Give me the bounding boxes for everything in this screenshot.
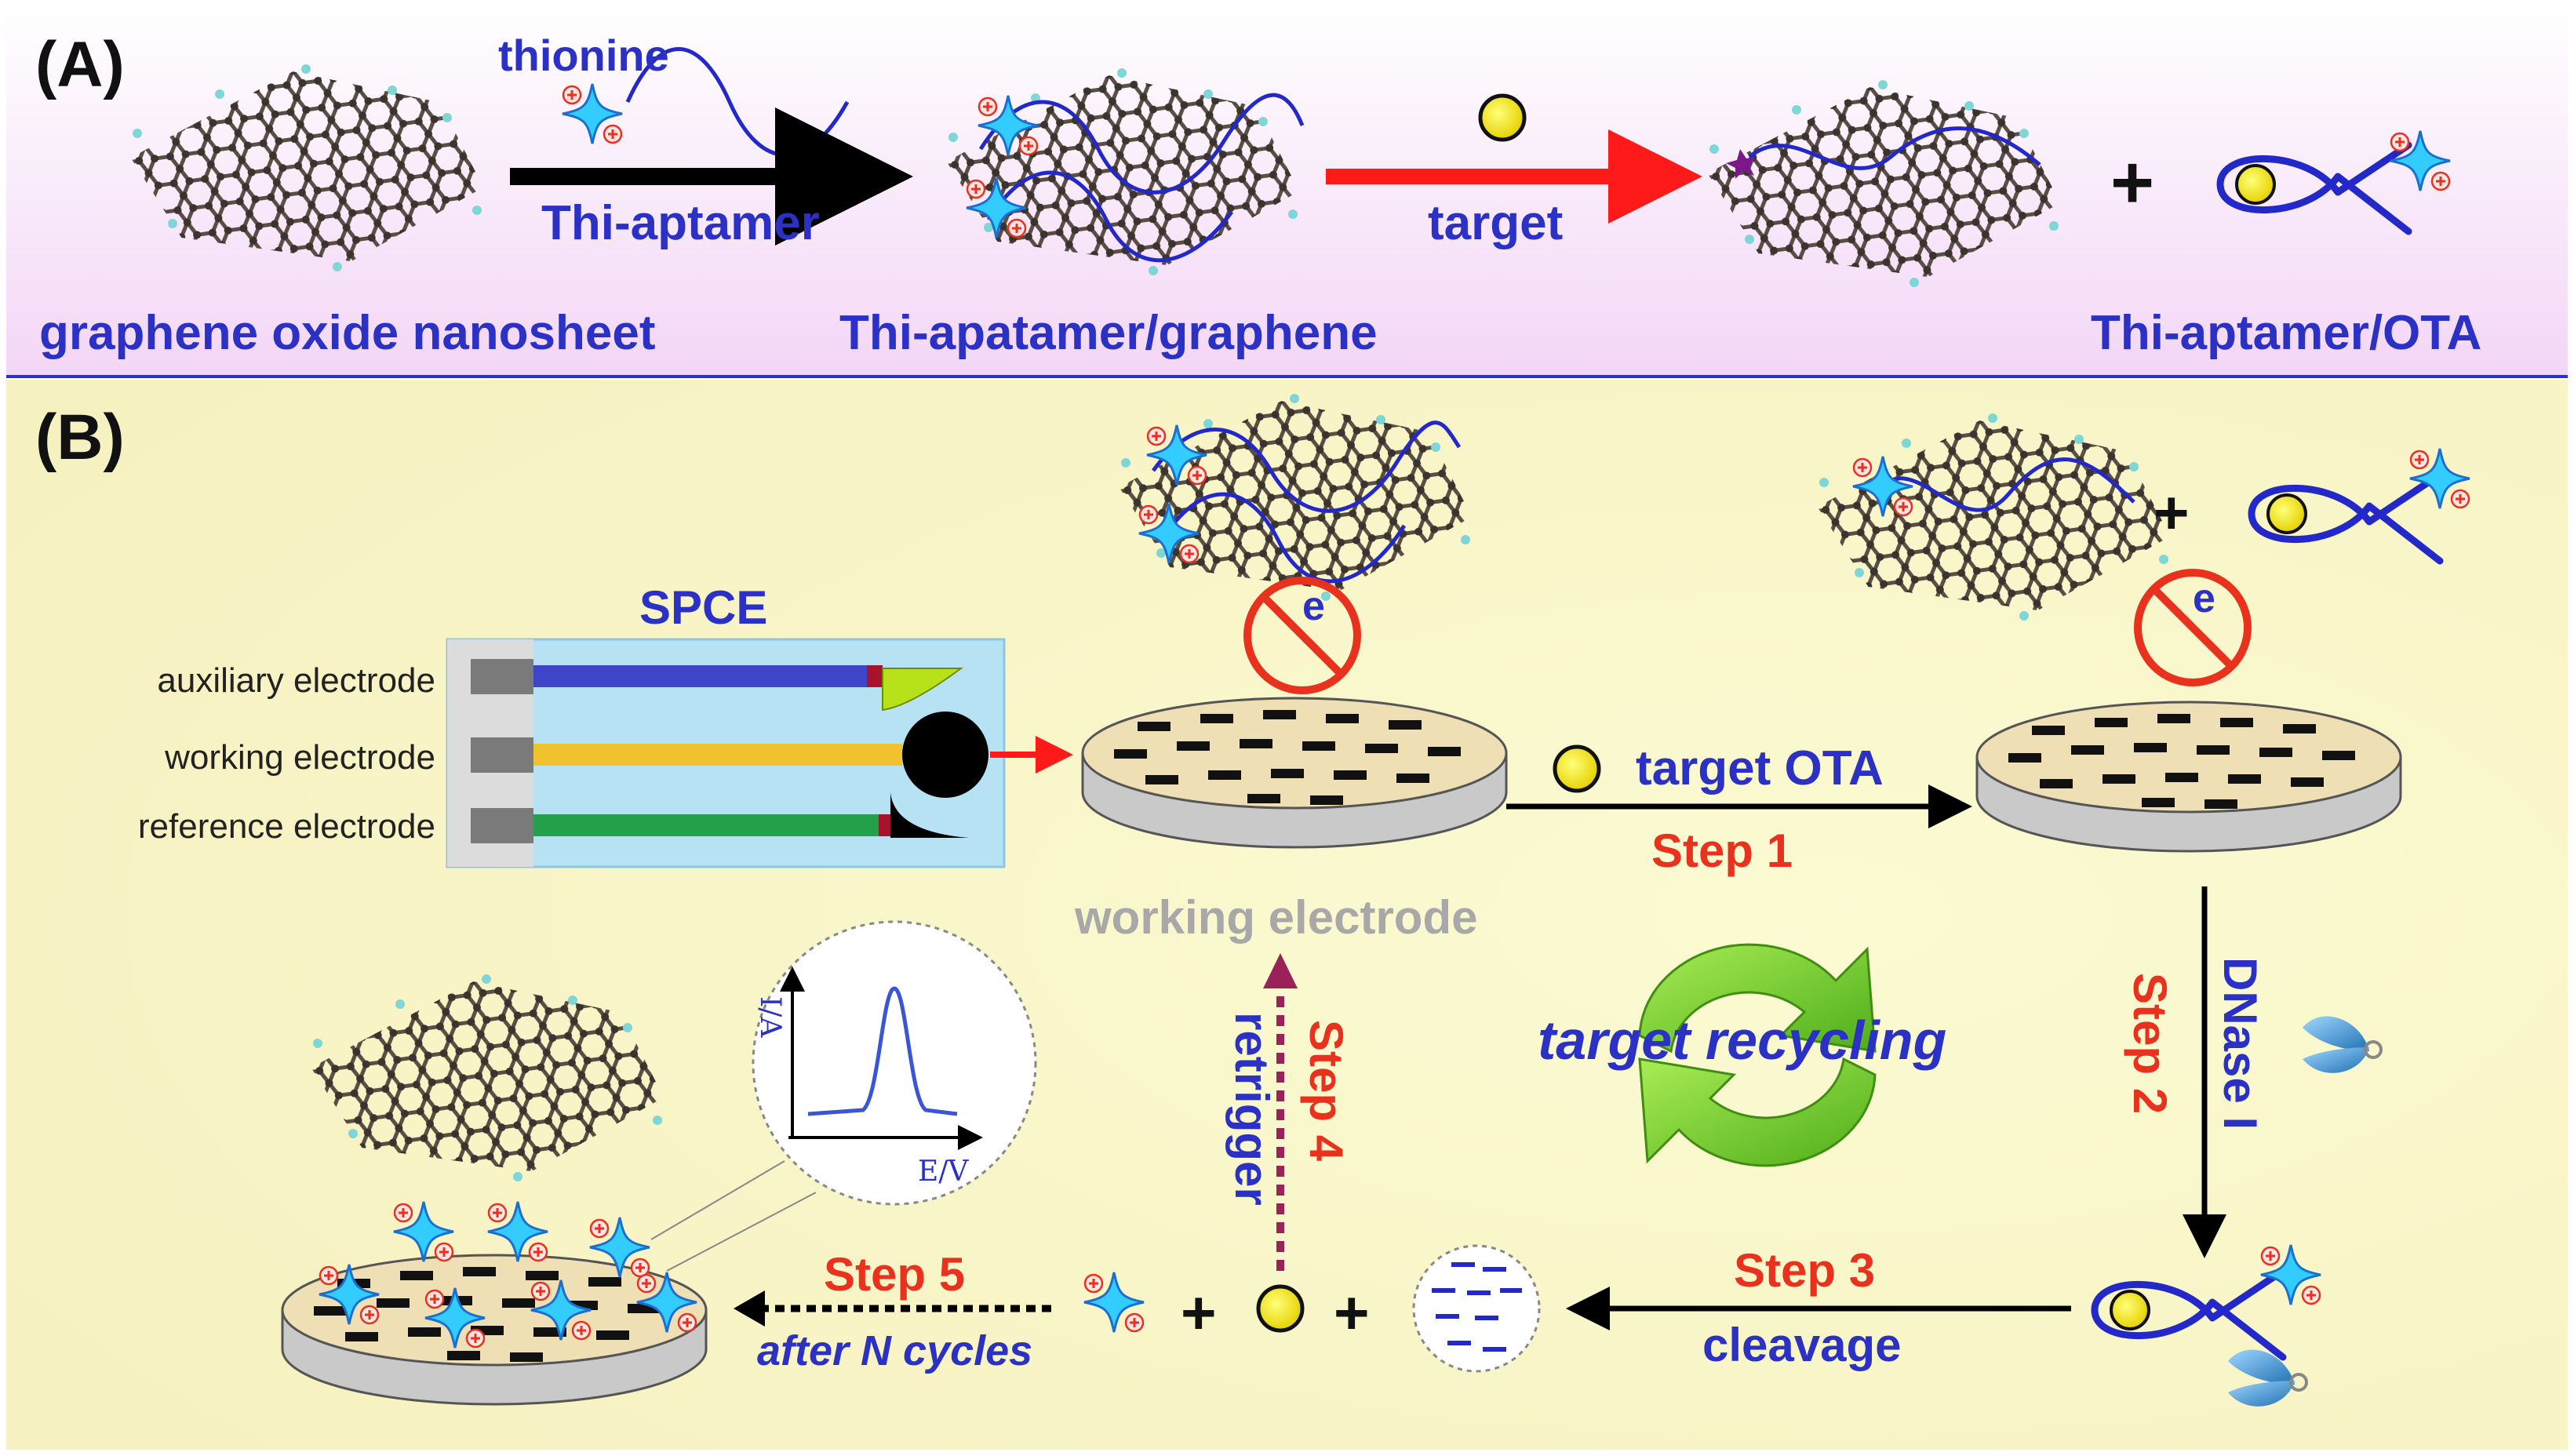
recycle-arrows-icon xyxy=(1638,943,1877,1167)
bound-aptamer-wave-2 xyxy=(986,170,1234,263)
caption-graphene-oxide: graphene oxide nanosheet xyxy=(39,306,656,360)
scissors-icon xyxy=(2303,1016,2383,1073)
zoom-line xyxy=(650,1160,785,1240)
panel-b: (B) SPCE auxiliary electrode working ele… xyxy=(6,377,2568,1450)
spce-title: SPCE xyxy=(639,581,767,634)
working-electrode-caption: working electrode xyxy=(1074,891,1477,944)
plus-sign: + xyxy=(1334,1278,1370,1347)
step1-label: Step 1 xyxy=(1651,824,1793,877)
panel-a: (A) thionine Thi-aptamer target + graphe… xyxy=(6,6,2568,378)
electron-label: e xyxy=(1302,584,1325,629)
working-electrode-pad xyxy=(902,712,988,798)
reference-electrode-pad xyxy=(890,792,969,838)
working-electrode-disk xyxy=(1081,697,1508,849)
target-bound-electrode-disk xyxy=(1975,701,2402,853)
dna-fragments-icon xyxy=(1412,1244,1541,1373)
panel-b-label: (B) xyxy=(35,402,125,473)
target-label: target xyxy=(1428,196,1563,250)
residual-strand xyxy=(1748,126,2041,170)
caption-thi-aptamer-graphene: Thi-apatamer/graphene xyxy=(839,306,1378,360)
cleavage-label: cleavage xyxy=(1702,1319,1902,1371)
scissors-icon xyxy=(2228,1349,2308,1407)
ota-target-ball-icon xyxy=(1256,1284,1305,1333)
axis-y-label: I/A xyxy=(754,996,786,1038)
step2-label: Step 2 xyxy=(2124,973,2176,1114)
spce-electrode xyxy=(446,638,1073,868)
thionine-label: thionine xyxy=(498,31,669,80)
step5-label: Step 5 xyxy=(824,1248,965,1301)
plus-sign: + xyxy=(2110,140,2154,224)
auxiliary-electrode-pad xyxy=(882,668,964,712)
ota-target-ball-icon xyxy=(1478,93,1527,142)
dnase-label: DNase I xyxy=(2214,957,2266,1130)
step4-label: Step 4 xyxy=(1300,1020,1353,1162)
target-ota-label: target OTA xyxy=(1636,741,1884,795)
thi-aptamer-label: Thi-aptamer xyxy=(541,196,820,250)
retrigger-label: retrigger xyxy=(1225,1012,1278,1206)
small-star-icon xyxy=(1726,149,1756,179)
auxiliary-track xyxy=(533,665,871,687)
panel-a-label: (A) xyxy=(35,29,125,100)
reference-track xyxy=(533,814,879,836)
ota-target-ball-icon xyxy=(1553,744,1601,793)
voltammogram-inset: I/A E/V xyxy=(752,920,1037,1206)
caption-thi-aptamer-ota: Thi-aptamer/OTA xyxy=(2091,306,2481,360)
label-reference-electrode: reference electrode xyxy=(138,807,435,846)
target-recycling-label: target recycling xyxy=(1538,1010,1946,1071)
label-working-electrode: working electrode xyxy=(164,738,435,777)
axis-x-label: E/V xyxy=(918,1156,969,1188)
electron-label: e xyxy=(2193,576,2215,621)
after-n-cycles-label: after N cycles xyxy=(757,1327,1032,1374)
label-auxiliary-electrode: auxiliary electrode xyxy=(157,661,435,700)
plus-sign: + xyxy=(1181,1278,1217,1347)
working-track xyxy=(533,744,902,766)
bound-aptamer-wave-1 xyxy=(978,93,1305,195)
plus-sign: + xyxy=(2153,478,2190,547)
zoom-line xyxy=(666,1192,817,1272)
step3-label: Step 3 xyxy=(1734,1244,1875,1297)
